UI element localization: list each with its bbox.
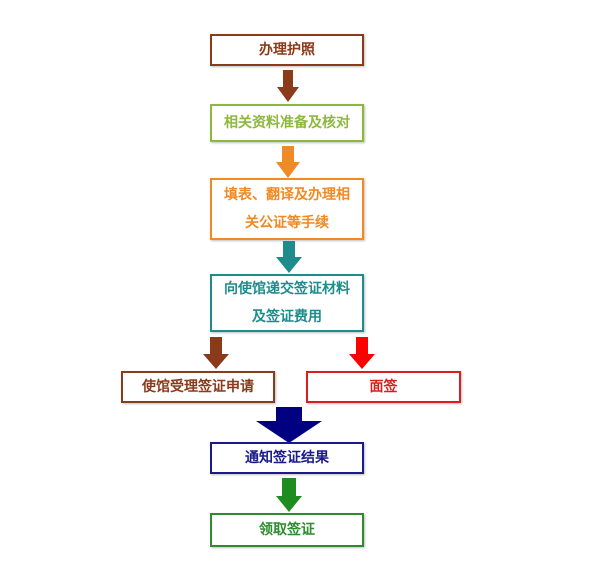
step-passport: 办理护照 <box>210 34 364 66</box>
step-notify-label: 通知签证结果 <box>245 450 329 466</box>
arrow-down-icon <box>277 70 299 106</box>
step-materials: 相关资料准备及核对 <box>210 104 364 142</box>
step-collect-label: 领取签证 <box>259 522 315 538</box>
step-notify: 通知签证结果 <box>210 442 364 474</box>
step-forms-label: 填表、翻译及办理相 关公证等手续 <box>224 187 350 231</box>
step-forms: 填表、翻译及办理相 关公证等手续 <box>210 178 364 240</box>
step-accept: 使馆受理签证申请 <box>121 371 275 403</box>
arrow-down-icon <box>203 337 229 373</box>
step-collect: 领取签证 <box>210 513 364 547</box>
step-interview: 面签 <box>306 371 461 403</box>
arrow-down-icon <box>276 478 302 516</box>
arrow-down-icon <box>349 337 375 373</box>
arrow-down-icon <box>276 146 300 182</box>
step-submit: 向使馆递交签证材料 及签证费用 <box>210 274 364 332</box>
step-interview-label: 面签 <box>369 379 398 395</box>
arrow-down-icon <box>276 241 302 277</box>
arrow-down-icon <box>256 407 322 447</box>
step-materials-label: 相关资料准备及核对 <box>224 115 350 131</box>
step-accept-label: 使馆受理签证申请 <box>142 379 254 395</box>
step-passport-label: 办理护照 <box>259 42 315 58</box>
step-submit-label: 向使馆递交签证材料 及签证费用 <box>224 281 350 325</box>
